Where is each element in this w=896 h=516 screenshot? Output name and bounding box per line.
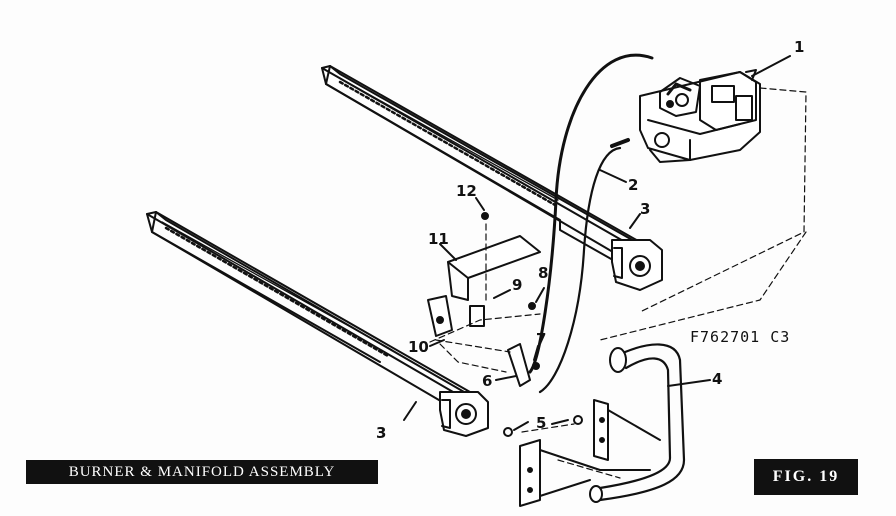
pilot-burner [427,295,531,387]
figure-label: FIG. 19 [754,459,858,495]
lower-burner-tube [146,211,489,437]
gas-valve [639,71,761,163]
part-number: F762701 C3 [690,328,791,346]
callout-8: 8 [538,264,548,282]
callout-10: 10 [408,338,429,356]
pilot-shield [447,235,541,301]
callout-6: 6 [482,372,492,390]
gas-line [528,53,654,374]
assembly-guide-lines [429,87,807,479]
callout-11: 11 [428,230,449,248]
leader-lines [403,55,791,431]
callout-4: 4 [712,370,722,388]
mounting-bracket [519,399,661,507]
pilot-tube [538,146,622,394]
callout-9: 9 [512,276,522,294]
upper-burner-tube [321,65,663,291]
callout-1: 1 [794,38,804,56]
callout-12: 12 [456,182,477,200]
callout-5: 5 [536,414,546,432]
callout-3-lower: 3 [376,424,386,442]
callout-7: 7 [536,330,546,348]
assembly-title: BURNER & MANIFOLD ASSEMBLY [26,460,378,484]
callout-3-upper: 3 [640,200,650,218]
small-hardware [481,212,583,437]
callout-2: 2 [628,176,638,194]
manifold-pipe [589,343,686,503]
